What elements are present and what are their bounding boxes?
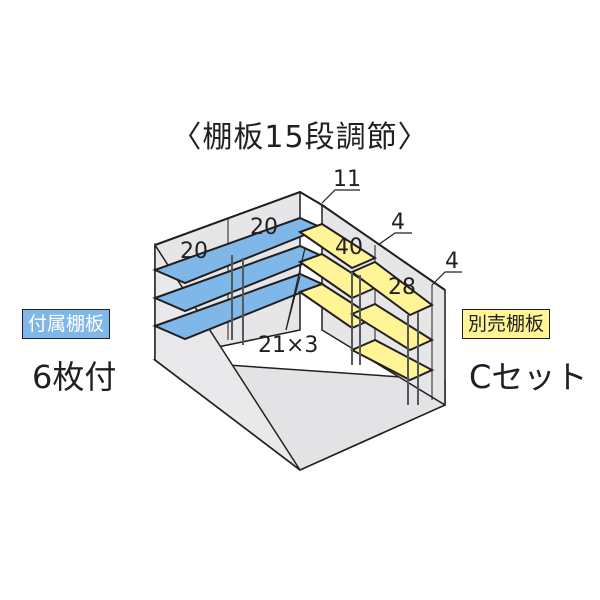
label-side-shelf: 40 <box>335 235 363 260</box>
included-shelves-badge: 付属棚板 <box>22 309 111 339</box>
label-shelf-levels: 21×3 <box>258 333 318 358</box>
included-count: 6枚付 <box>32 358 117 396</box>
label-side-mid: 4 <box>391 210 405 235</box>
label-back-mid: 20 <box>250 215 278 240</box>
label-front-shelf: 28 <box>388 275 416 300</box>
page-title: 〈棚板15段調節〉 <box>171 120 429 155</box>
optional-shelves-front <box>349 260 435 382</box>
optional-shelves-badge: 別売棚板 <box>462 309 551 339</box>
label-back-left: 20 <box>180 239 208 264</box>
optional-set: Cセット <box>469 358 588 396</box>
label-front-end: 4 <box>445 249 459 274</box>
included-shelves <box>152 216 325 341</box>
label-corner: 11 <box>333 167 361 192</box>
